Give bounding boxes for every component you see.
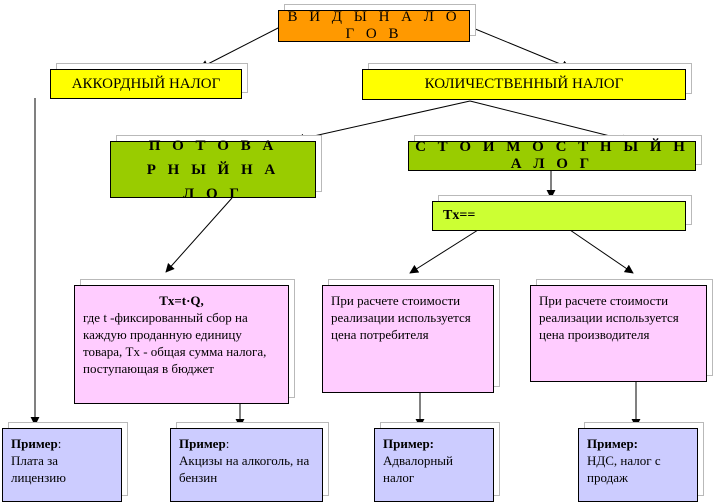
example-box-vat: Пример: НДС, налог с продаж: [578, 428, 698, 502]
example-text: Адвалорный налог: [383, 453, 453, 485]
arrow-tx-to-producer: [569, 229, 634, 274]
node-commodity-tax: П О Т О В А Р Н Ы Й Н А Л О Г: [110, 138, 316, 202]
arrow-quantity-to-commodity: [295, 100, 471, 143]
example-label-suffix: :: [225, 436, 230, 451]
per-unit-formula-text: где t -фиксированный сбор на каждую прод…: [83, 310, 267, 376]
arrow-tx-to-consumer: [409, 229, 479, 274]
arrow-root-to-quantity: [467, 25, 571, 70]
example-text: НДС, налог с продаж: [587, 453, 661, 485]
example-box-ad-valorem: Пример: Адвалорный налог: [374, 428, 494, 502]
example-label: Пример: [11, 436, 58, 451]
node-producer-price: При расчете стоимости реализации использ…: [530, 285, 707, 382]
node-tx-formula: Tx==: [432, 201, 686, 231]
example-label: Пример:: [383, 436, 435, 451]
node-tax-types: В И Д Ы Н А Л О Г О В: [278, 9, 470, 42]
arrow-root-to-accord: [199, 25, 283, 69]
arrow-quantity-to-cost: [469, 100, 631, 144]
arrow-commodity-to-formula: [165, 197, 233, 273]
node-cost-tax-label: С Т О И М О С Т Н Ы Й Н А Л О Г: [415, 139, 689, 172]
example-text: Плата за лицензию: [11, 453, 66, 485]
node-cost-tax: С Т О И М О С Т Н Ы Й Н А Л О Г: [408, 139, 696, 172]
example-label: Пример: [179, 436, 226, 451]
node-per-unit-formula: Tx=t·Q, где t -фиксированный сбор на каж…: [74, 285, 289, 404]
example-label-suffix: :: [57, 436, 62, 451]
example-box-excise: Пример: Акцизы на алкоголь, на бензин: [170, 428, 323, 502]
example-text: Акцизы на алкоголь, на бензин: [179, 453, 310, 485]
node-commodity-tax-label: П О Т О В А Р Н Ы Й Н А Л О Г: [146, 137, 280, 202]
node-consumer-price: При расчете стоимости реализации использ…: [322, 285, 494, 393]
node-tax-types-label: В И Д Ы Н А Л О Г О В: [287, 9, 461, 42]
node-accord-tax-label: АККОРДНЫЙ НАЛОГ: [71, 75, 221, 92]
per-unit-formula-title: Tx=t·Q,: [159, 293, 204, 308]
node-accord-tax: АККОРДНЫЙ НАЛОГ: [50, 69, 242, 99]
node-quantity-tax: КОЛИЧЕСТВЕННЫЙ НАЛОГ: [362, 69, 686, 100]
example-box-license: Пример: Плата за лицензию: [2, 428, 122, 502]
example-label: Пример:: [587, 436, 639, 451]
consumer-price-text: При расчете стоимости реализации использ…: [331, 293, 471, 342]
node-tx-formula-label: Tx==: [443, 208, 476, 223]
producer-price-text: При расчете стоимости реализации использ…: [539, 293, 679, 342]
node-quantity-tax-label: КОЛИЧЕСТВЕННЫЙ НАЛОГ: [424, 76, 624, 92]
